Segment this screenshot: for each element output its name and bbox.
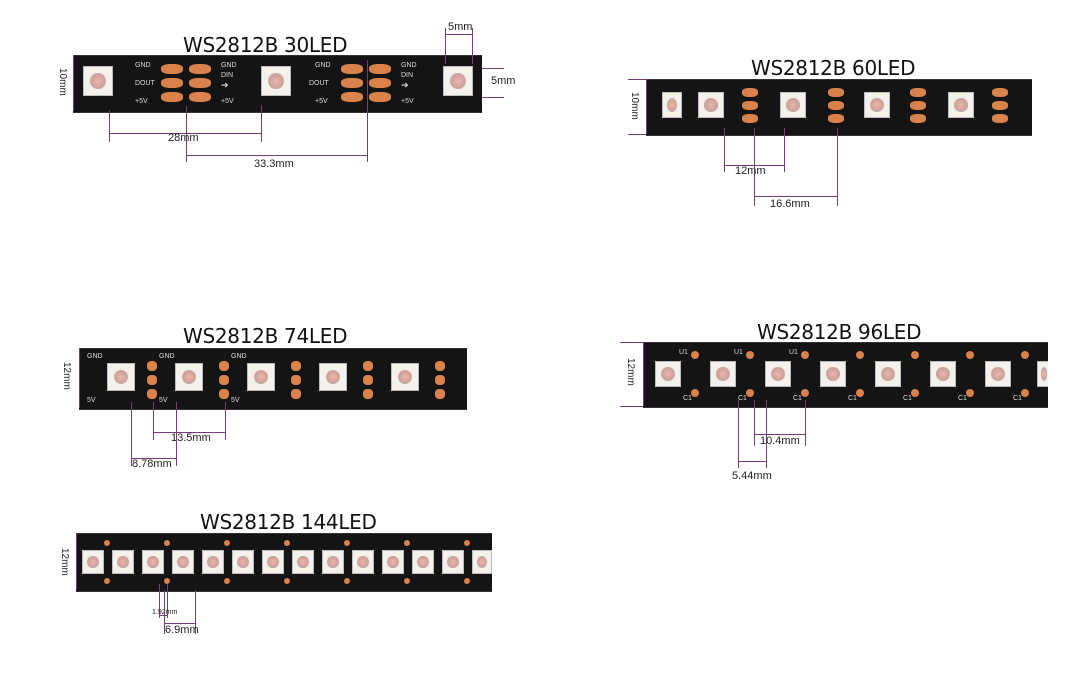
silk-label: +5V <box>315 98 328 105</box>
strip-title-30led: WS2812B 30LED <box>183 33 348 57</box>
led-strip-96led: U1 U1 U1 C1 C1 C1 C1 C1 C1 C1 <box>643 342 1048 408</box>
silk-label: GND <box>231 353 247 360</box>
silk-label: GND <box>315 62 331 69</box>
dim-label-30led-pitch: 28mm <box>168 132 199 144</box>
led-strip-74led: GND 5V GND 5V GND 5V <box>79 348 467 410</box>
width-label-96led: 12mm <box>625 358 636 386</box>
silk-label: C1 <box>793 395 802 402</box>
dim-label-74led-pitch: 13.5mm <box>171 432 211 444</box>
dim-label-96led-cut: 5.44mm <box>732 470 772 482</box>
silk-label: DOUT <box>135 80 155 87</box>
silk-label: C1 <box>1013 395 1022 402</box>
silk-label: 5V <box>87 397 96 404</box>
width-label-30led: 10mm <box>57 68 68 96</box>
dim-label-30led-cut: 33.3mm <box>254 158 294 170</box>
silk-label: GND <box>159 353 175 360</box>
silk-label: U1 <box>679 349 688 356</box>
width-label-74led: 12mm <box>61 362 72 390</box>
silk-label: GND <box>221 62 237 69</box>
strip-title-60led: WS2812B 60LED <box>751 56 916 80</box>
silk-label: C1 <box>958 395 967 402</box>
silk-label: +5V <box>135 98 148 105</box>
silk-label: DOUT <box>309 80 329 87</box>
silk-label: GND <box>135 62 151 69</box>
silk-label: C1 <box>903 395 912 402</box>
silk-label: C1 <box>738 395 747 402</box>
silk-label: U1 <box>734 349 743 356</box>
silk-label: C1 <box>848 395 857 402</box>
width-label-144led: 12mm <box>59 548 70 576</box>
silk-label: DIN <box>401 72 414 79</box>
strip-title-96led: WS2812B 96LED <box>757 320 922 344</box>
silk-label: C1 <box>683 395 692 402</box>
strip-title-144led: WS2812B 144LED <box>200 510 377 534</box>
dim-label-30led-led-size: 5mm <box>448 21 473 33</box>
arrow-right-icon: ➔ <box>221 80 229 90</box>
width-label-60led: 10mm <box>629 92 640 120</box>
silk-label: +5V <box>401 98 414 105</box>
silk-label: 5V <box>231 397 240 404</box>
dim-label-60led-cut: 16.6mm <box>770 198 810 210</box>
silk-label: U1 <box>789 349 798 356</box>
led-chip <box>83 66 113 96</box>
dim-label-60led-pitch: 12mm <box>735 165 766 177</box>
arrow-right-icon: ➔ <box>401 80 409 90</box>
dim-label-144led-pitch: 6.9mm <box>165 624 199 636</box>
silk-label: DIN <box>221 72 234 79</box>
dim-label-30led-led-height: 5mm <box>491 75 516 87</box>
led-chip <box>261 66 291 96</box>
silk-label: GND <box>87 353 103 360</box>
silk-label: 5V <box>159 397 168 404</box>
led-strip-60led <box>646 79 1032 136</box>
led-strip-144led <box>76 533 492 592</box>
strip-title-74led: WS2812B 74LED <box>183 324 348 348</box>
silk-label: GND <box>401 62 417 69</box>
silk-label: +5V <box>221 98 234 105</box>
led-strip-30led: GND DOUT +5V GND DIN ➔ +5V GND DOUT +5V … <box>73 55 482 113</box>
dim-label-96led-pitch: 10.4mm <box>760 435 800 447</box>
dim-label-74led-cut: 8.78mm <box>132 458 172 470</box>
led-chip <box>443 66 473 96</box>
